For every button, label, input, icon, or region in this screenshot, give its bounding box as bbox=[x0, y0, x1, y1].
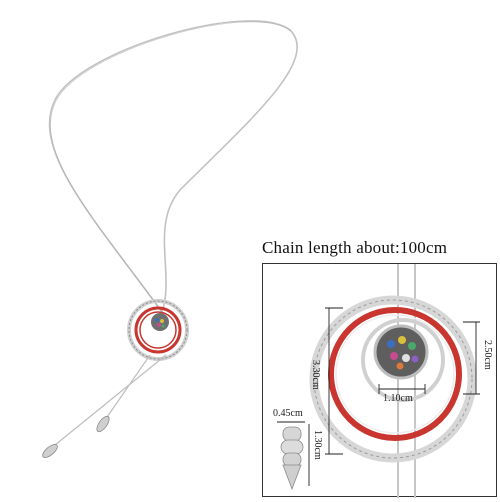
center-gem-disc bbox=[373, 324, 429, 380]
necklace-chain bbox=[48, 20, 298, 313]
tassel-end-right bbox=[42, 444, 58, 458]
tassel-detail bbox=[280, 426, 304, 491]
tassel-width-label: 0.45cm bbox=[273, 408, 303, 419]
tassel-height-label: 1.30cm bbox=[312, 430, 323, 460]
tassel-end-left bbox=[96, 415, 110, 433]
red-enamel-ring bbox=[328, 307, 462, 441]
chain-length-caption: Chain length about:100cm bbox=[262, 238, 448, 257]
necklace-chain-shadow bbox=[50, 21, 292, 313]
inner-ring-height-label: 2.50cm bbox=[482, 340, 493, 370]
pendant-detail-drawing bbox=[277, 264, 480, 498]
tassel-strand-right bbox=[54, 354, 167, 446]
pendant-height-label: 3.30cm bbox=[310, 360, 321, 390]
main-pendant bbox=[127, 299, 189, 361]
inner-silver-ring bbox=[361, 318, 445, 402]
tassel-strand-left bbox=[104, 354, 151, 421]
pendant-detail-inset: 3.30cm 1.10cm 2.50cm 0.45cm 1.30cm bbox=[262, 263, 497, 498]
disc-width-label: 1.10cm bbox=[383, 393, 413, 404]
outer-crystal-ring bbox=[309, 295, 477, 463]
